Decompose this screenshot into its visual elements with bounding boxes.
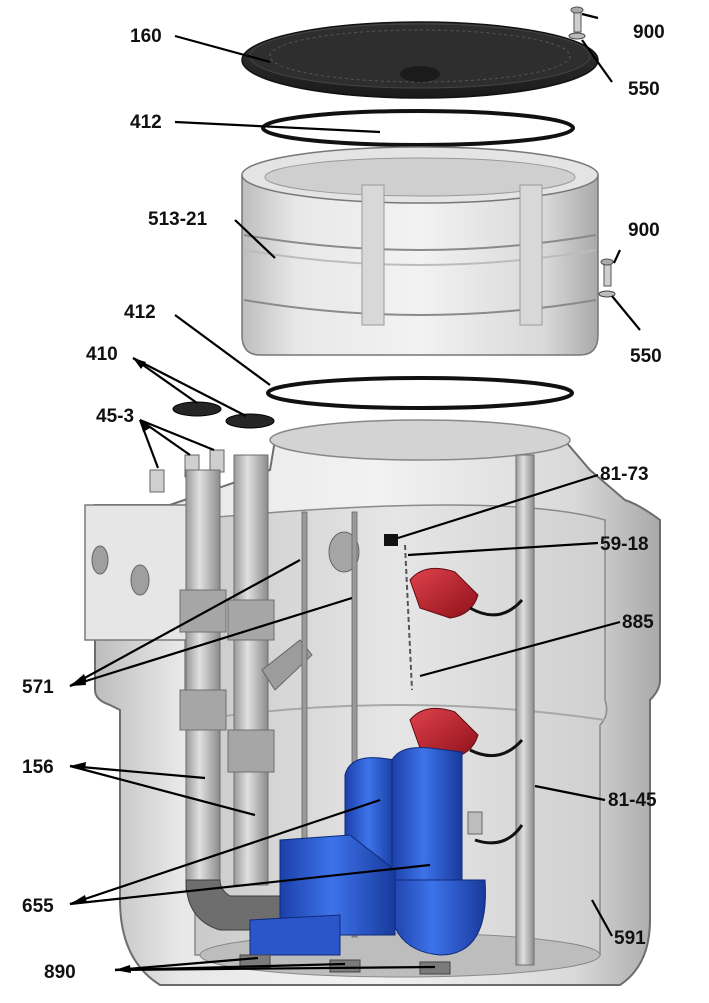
float-switch-lower [409, 707, 524, 845]
pump-unit [249, 747, 486, 956]
label-screw-mid: 900 [628, 220, 660, 241]
arrowheads [70, 358, 150, 973]
holder-clip [384, 534, 398, 546]
label-extension: 513-21 [148, 209, 208, 230]
label-tank: 591 [614, 928, 646, 949]
float-switch-upper [409, 567, 524, 619]
cover-plate [241, 21, 599, 99]
label-pumps: 655 [22, 896, 54, 917]
washer-mid [598, 290, 616, 298]
seal-ring-top [261, 109, 575, 147]
label-discharge: 156 [22, 757, 54, 778]
inlet-housing [84, 504, 360, 641]
label-screw-top: 900 [633, 22, 665, 43]
leader-lines [69, 12, 641, 972]
label-plugs: 410 [86, 344, 118, 365]
label-chain: 885 [622, 612, 654, 633]
label-holder: 81-73 [600, 464, 649, 485]
label-seal-mid: 412 [124, 302, 156, 323]
plug-covers [172, 401, 275, 429]
label-feet: 890 [44, 962, 76, 983]
label-washer-top: 550 [628, 79, 660, 100]
extension-ring [241, 146, 599, 356]
label-float-switch: 59-18 [600, 534, 649, 555]
screw-top [570, 6, 584, 33]
label-caps: 45-3 [96, 406, 134, 427]
label-pipes: 571 [22, 677, 54, 698]
float-rod [515, 454, 535, 966]
label-cover: 160 [130, 26, 162, 47]
label-seal-top: 412 [130, 112, 162, 133]
seal-ring-mid [266, 376, 574, 410]
chain [404, 544, 413, 691]
screw-mid [600, 258, 614, 287]
label-washer-mid: 550 [630, 346, 662, 367]
washer-top [568, 32, 586, 40]
label-rod: 81-45 [608, 790, 657, 811]
